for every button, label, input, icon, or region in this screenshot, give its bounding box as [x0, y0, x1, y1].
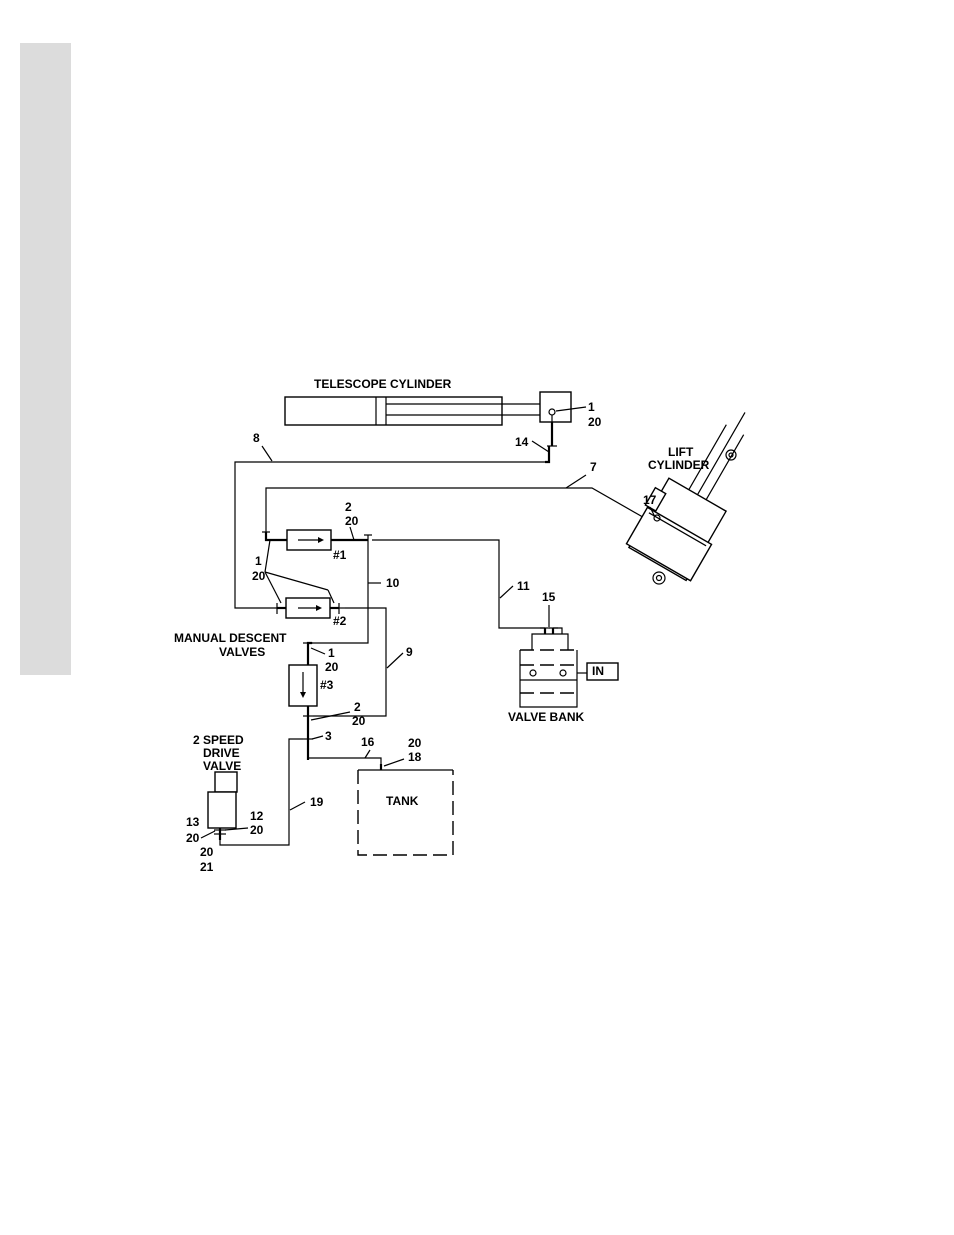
callout-d-20a: 20 [186, 831, 200, 845]
callout-v3-1: 1 [328, 646, 335, 660]
callout-16: 16 [361, 735, 375, 749]
callout-7: 7 [590, 460, 597, 474]
callout-8: 8 [253, 431, 260, 445]
callout-15: 15 [542, 590, 556, 604]
callout-d-21: 21 [200, 860, 214, 874]
manual-descent-valve-1 [262, 530, 372, 550]
callout-t-18: 18 [408, 750, 422, 764]
callout-d-20c: 20 [200, 845, 214, 859]
callout-17: 17 [643, 493, 657, 507]
callout-md-1: 1 [255, 554, 262, 568]
telescope-cylinder [285, 392, 571, 425]
valve-2-label: #2 [333, 614, 347, 628]
callout-10: 10 [386, 576, 400, 590]
callout-t-20: 20 [408, 736, 422, 750]
manual-descent-valve-3 [289, 643, 317, 760]
callout-9: 9 [406, 645, 413, 659]
in-label: IN [592, 664, 604, 678]
manual-descent-label: MANUAL DESCENT [174, 631, 287, 645]
valve-3-label: #3 [320, 678, 334, 692]
valve-1-label: #1 [333, 548, 347, 562]
telescope-cylinder-label: TELESCOPE CYLINDER [314, 377, 452, 391]
valve-bank-label: VALVE BANK [508, 710, 585, 724]
callout-v1-20: 20 [345, 514, 359, 528]
callout-d-13: 13 [186, 815, 200, 829]
valves-label: VALVES [219, 645, 265, 659]
lift-label: LIFT [668, 445, 694, 459]
callout-v3-2: 2 [354, 700, 361, 714]
drive-label: DRIVE [203, 746, 240, 760]
callout-19: 19 [310, 795, 324, 809]
two-speed-label: 2 SPEED [193, 733, 244, 747]
callout-v3-20b: 20 [352, 714, 366, 728]
tank-label: TANK [386, 794, 419, 808]
callout-tc-1: 1 [588, 400, 595, 414]
cylinder-label: CYLINDER [648, 458, 710, 472]
callout-d-20b: 20 [250, 823, 264, 837]
callout-3: 3 [325, 729, 332, 743]
callout-d-12: 12 [250, 809, 264, 823]
lift-cylinder [623, 392, 777, 584]
callout-11: 11 [517, 579, 530, 593]
callout-14: 14 [515, 435, 529, 449]
callout-v1-2: 2 [345, 500, 352, 514]
callout-md-20: 20 [252, 569, 266, 583]
callout-tc-20: 20 [588, 415, 602, 429]
valve-label: VALVE [203, 759, 241, 773]
tank [358, 770, 453, 855]
callout-v3-20: 20 [325, 660, 339, 674]
